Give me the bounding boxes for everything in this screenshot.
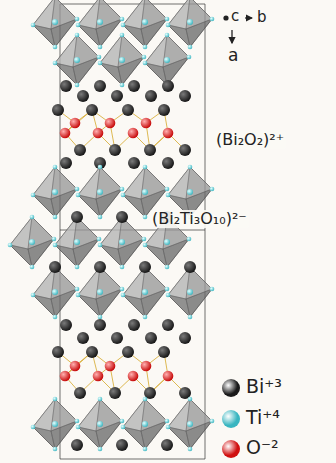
axis-label: b [255,9,269,26]
layer-label: (Bi₂O₂)²⁺ [214,131,286,149]
legend-text: Bi⁺³ [244,376,284,398]
legend-text: O⁻² [244,437,281,459]
legend-swatch [222,410,240,428]
legend-swatch [222,379,240,397]
legend-text: Ti⁺⁴ [244,407,282,429]
axis-label: c [229,8,241,25]
layer-label: (Bi₂Ti₃O₁₀)²⁻ [150,210,249,228]
legend-swatch [222,440,240,458]
axis-label: a [226,46,240,66]
